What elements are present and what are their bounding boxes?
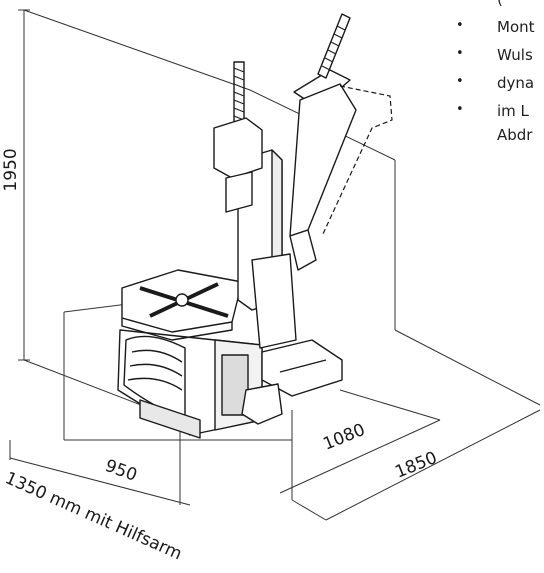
- bullet-item-text: Mont: [497, 18, 535, 36]
- bullet-top-fragment-text: (: [497, 0, 503, 8]
- bullet-dot-icon: •: [456, 46, 464, 61]
- bullet-item-text: dyna: [497, 74, 535, 92]
- width-dimension-label: 950: [102, 456, 139, 486]
- feature-bullet-list: ( • Mont • Wuls • dyna • im L Abdr: [452, 0, 544, 170]
- bullet-item-text: im L: [497, 102, 529, 120]
- dimension-lines: [9, 9, 541, 521]
- arm-width-dimension-label: 1350 mm mit Hilfsarm: [2, 468, 185, 564]
- depth-dimension-label: 1080: [320, 420, 368, 455]
- height-dimension-label: 1950: [1, 148, 21, 191]
- total-depth-dimension-label: 1850: [392, 448, 440, 483]
- tyre-changer-machine: [117, 13, 393, 439]
- bullet-item-text: Wuls: [497, 46, 533, 64]
- bullet-dot-icon: •: [456, 74, 464, 89]
- bullet-dot-icon: •: [456, 18, 464, 33]
- bullet-item-text: Abdr: [497, 126, 533, 144]
- bullet-dot-icon: •: [456, 102, 464, 117]
